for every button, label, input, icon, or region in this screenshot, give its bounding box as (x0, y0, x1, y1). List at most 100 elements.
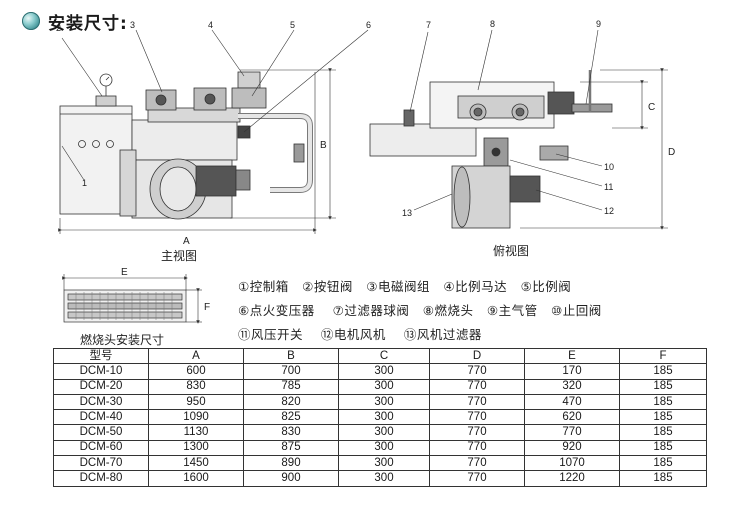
table-cell: 830 (148, 378, 244, 395)
table-cell: 300 (338, 409, 430, 426)
legend-item: ⑦过滤器球阀 (332, 303, 410, 318)
table-cell: 300 (338, 424, 430, 441)
table-cell: 185 (619, 363, 707, 380)
table-cell: 185 (619, 455, 707, 472)
callout-1: 1 (82, 178, 87, 188)
dim-A-label: A (183, 236, 190, 247)
table-cell: 600 (148, 363, 244, 380)
table-cell: DCM-70 (53, 455, 149, 472)
top-view-drawing (369, 29, 668, 230)
front-view-callouts: 2 3 4 5 6 1 A B (56, 20, 371, 247)
burner-head-labels: E F (121, 267, 210, 313)
section-header: 安装尺寸: (22, 8, 128, 34)
legend-item: ③电磁阀组 (366, 279, 430, 294)
section-title: 安装尺寸: (48, 13, 128, 34)
callout-3: 3 (130, 20, 135, 30)
table-cell: 875 (243, 439, 339, 457)
header-E: E (524, 347, 620, 365)
table-cell: 185 (619, 470, 707, 487)
table-cell: 1300 (148, 439, 244, 457)
callout-10: 10 (604, 162, 614, 172)
legend-item: ②按钮阀 (302, 279, 353, 294)
legend-row-3: ⑪风压开关 ⑫电机风机 ⑬风机过滤器 (238, 324, 482, 343)
legend-row-2: ⑥点火变压器 ⑦过滤器球阀 ⑧燃烧头 ⑨主气管 ⑩止回阀 (238, 300, 602, 319)
header-A: A (148, 347, 244, 365)
callout-12: 12 (604, 206, 614, 216)
table-cell: DCM-50 (53, 424, 149, 441)
table-cell: 470 (524, 393, 620, 411)
header-F: F (619, 347, 707, 365)
table-cell: 185 (619, 409, 707, 426)
burner-head-drawing (62, 274, 202, 324)
table-cell: 300 (338, 439, 430, 457)
legend-row-1: ①控制箱 ②按钮阀 ③电磁阀组 ④比例马达 ⑤比例阀 (238, 276, 571, 295)
table-cell: DCM-10 (53, 363, 149, 380)
table-cell: 300 (338, 455, 430, 472)
table-cell: 890 (243, 455, 339, 472)
table-cell: 770 (429, 363, 525, 380)
bullet-icon (22, 12, 40, 30)
table-cell: 920 (524, 439, 620, 457)
legend-item: ⑪风压开关 (238, 327, 304, 342)
legend-item: ⑤比例阀 (520, 279, 572, 294)
table-cell: 785 (243, 378, 339, 395)
table-cell: 825 (243, 409, 339, 426)
callout-4: 4 (208, 20, 213, 30)
table-cell: 900 (243, 470, 339, 487)
table-cell: 770 (429, 455, 525, 472)
table-cell: 300 (338, 393, 430, 411)
table-cell: 770 (429, 424, 525, 441)
table-cell: 185 (619, 378, 707, 395)
callout-8: 8 (490, 19, 495, 29)
table-cell: 620 (524, 409, 620, 426)
legend-item: ①控制箱 (238, 279, 289, 294)
callout-11: 11 (604, 182, 613, 192)
callout-9: 9 (596, 19, 601, 29)
table-cell: 185 (619, 439, 707, 457)
burner-head-caption: 燃烧头安装尺寸 (80, 333, 165, 347)
table-cell: 300 (338, 470, 430, 487)
table-cell: 185 (619, 424, 707, 441)
legend-item: ④比例马达 (443, 279, 508, 294)
table-cell: 185 (619, 393, 707, 411)
front-view-drawing (58, 29, 369, 234)
table-cell: 300 (338, 378, 430, 395)
dim-C-label: C (648, 102, 655, 113)
table-cell: DCM-80 (53, 470, 149, 487)
table-cell: 700 (243, 363, 339, 380)
front-view-caption: 主视图 (161, 249, 198, 263)
table-cell: 770 (429, 470, 525, 487)
table-cell: 770 (429, 393, 525, 411)
dim-E-label: E (121, 267, 128, 278)
table-cell: 1450 (148, 455, 244, 472)
top-view-caption: 俯视图 (493, 244, 530, 258)
table-cell: DCM-30 (53, 393, 149, 411)
legend-item: ⑩止回阀 (551, 303, 602, 318)
dim-B-label: B (320, 140, 327, 151)
table-cell: 770 (429, 439, 525, 457)
table-cell: 300 (338, 363, 430, 380)
table-cell: 320 (524, 378, 620, 395)
table-cell: DCM-40 (53, 409, 149, 426)
table-cell: 770 (429, 378, 525, 395)
header-model: 型号 (53, 347, 149, 365)
header-D: D (429, 347, 525, 365)
callout-2: 2 (56, 23, 61, 33)
table-cell: 1220 (524, 470, 620, 487)
legend-item: ⑨主气管 (486, 303, 538, 318)
legend-item: ⑬风机过滤器 (403, 327, 482, 342)
header-B: B (243, 347, 339, 365)
table-cell: DCM-20 (53, 378, 149, 395)
dim-F-label: F (204, 302, 210, 313)
callout-7: 7 (426, 20, 431, 30)
table-cell: 770 (429, 409, 525, 426)
table-cell: 1070 (524, 455, 620, 472)
callout-6: 6 (366, 20, 371, 30)
